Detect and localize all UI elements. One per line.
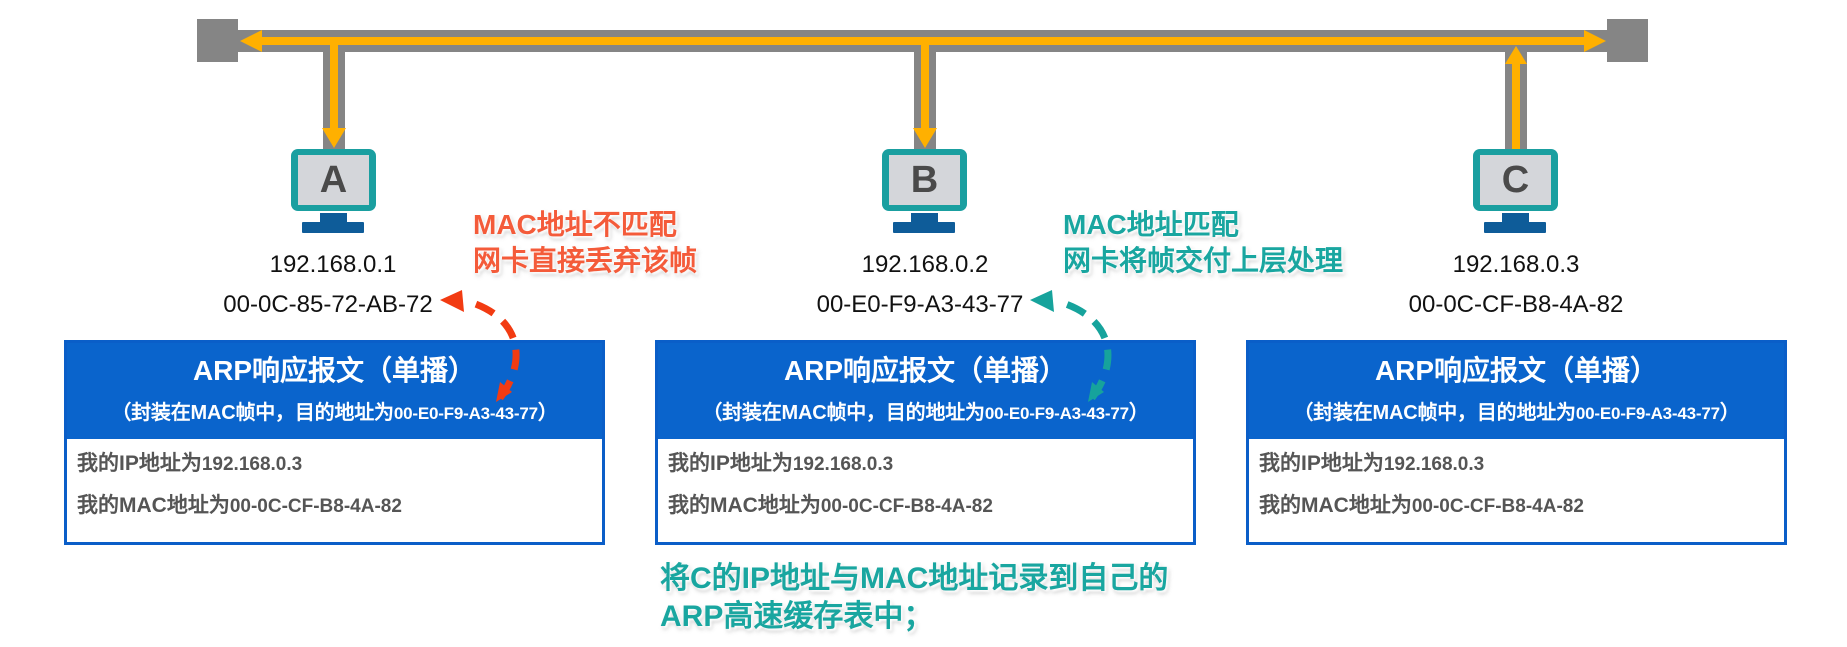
host-b-mac: 00-E0-F9-A3-43-77 — [816, 291, 1024, 318]
packet-mac-row: 我的MAC地址为00-0C-CF-B8-4A-82 — [1259, 494, 1584, 517]
cache-update-note: 将C的IP地址与MAC地址记录到自己的 ARP高速缓存表中； — [660, 560, 1168, 636]
mismatch-line2: 网卡直接丢弃该帧 — [473, 245, 698, 276]
match-line2: 网卡将帧交付上层处理 — [1063, 245, 1344, 276]
computer-b-letter: B — [910, 159, 939, 201]
packet-mac-row: 我的MAC地址为00-0C-CF-B8-4A-82 — [77, 494, 402, 517]
host-b-ip: 192.168.0.2 — [861, 251, 989, 278]
packet-subtitle: （封装在MAC帧中，目的地址为00-E0-F9-A3-43-77） — [702, 402, 1149, 424]
mismatch-line1: MAC地址不匹配 — [473, 209, 677, 240]
packet-header: ARP响应报文（单播） （封装在MAC帧中，目的地址为00-E0-F9-A3-4… — [67, 343, 602, 439]
packet-ip-row: 我的IP地址为192.168.0.3 — [1259, 452, 1485, 475]
arp-reply-packet-b: ARP响应报文（单播） （封装在MAC帧中，目的地址为00-E0-F9-A3-4… — [655, 340, 1196, 545]
computer-a-letter: A — [319, 159, 348, 201]
arrow-down-icon — [322, 128, 346, 148]
packet-header: ARP响应报文（单播） （封装在MAC帧中，目的地址为00-E0-F9-A3-4… — [1249, 343, 1784, 439]
arp-reply-packet-c: ARP响应报文（单播） （封装在MAC帧中，目的地址为00-E0-F9-A3-4… — [1246, 340, 1787, 545]
host-c-ip: 192.168.0.3 — [1452, 251, 1580, 278]
computer-b-icon — [882, 149, 967, 233]
signal-flow — [240, 30, 1606, 149]
packet-subtitle: （封装在MAC帧中，目的地址为00-E0-F9-A3-43-77） — [111, 402, 558, 424]
packet-title: ARP响应报文（单播） — [1374, 355, 1659, 386]
arrow-left-icon — [240, 30, 262, 52]
packet-ip-row: 我的IP地址为192.168.0.3 — [668, 452, 894, 475]
bus-terminator-right — [1607, 19, 1648, 62]
cache-note-line1: 将C的IP地址与MAC地址记录到自己的 — [660, 562, 1169, 595]
host-a-mac: 00-0C-85-72-AB-72 — [223, 291, 433, 318]
match-annotation: MAC地址匹配 网卡将帧交付上层处理 — [1063, 207, 1343, 279]
cache-note-line2: ARP高速缓存表中； — [660, 600, 934, 633]
bus-terminator-left — [197, 19, 238, 62]
arrow-right-icon — [1584, 30, 1606, 52]
packet-body: 我的IP地址为192.168.0.3 我的MAC地址为00-0C-CF-B8-4… — [1259, 447, 1774, 531]
computer-c-letter: C — [1501, 159, 1530, 201]
computer-a-icon — [291, 149, 376, 233]
packet-body: 我的IP地址为192.168.0.3 我的MAC地址为00-0C-CF-B8-4… — [77, 447, 592, 531]
packet-body: 我的IP地址为192.168.0.3 我的MAC地址为00-0C-CF-B8-4… — [668, 447, 1183, 531]
packet-header: ARP响应报文（单播） （封装在MAC帧中，目的地址为00-E0-F9-A3-4… — [658, 343, 1193, 439]
packet-subtitle: （封装在MAC帧中，目的地址为00-E0-F9-A3-43-77） — [1293, 402, 1740, 424]
packet-title: ARP响应报文（单播） — [783, 355, 1068, 386]
packet-title: ARP响应报文（单播） — [192, 355, 477, 386]
arrow-up-icon — [1505, 46, 1527, 64]
packet-mac-row: 我的MAC地址为00-0C-CF-B8-4A-82 — [668, 494, 993, 517]
match-line1: MAC地址匹配 — [1063, 209, 1239, 240]
host-a-ip: 192.168.0.1 — [269, 251, 397, 278]
mismatch-annotation: MAC地址不匹配 网卡直接丢弃该帧 — [473, 207, 697, 279]
arp-reply-packet-a: ARP响应报文（单播） （封装在MAC帧中，目的地址为00-E0-F9-A3-4… — [64, 340, 605, 545]
computer-c-icon — [1473, 149, 1558, 233]
packet-ip-row: 我的IP地址为192.168.0.3 — [77, 452, 303, 475]
host-c-mac: 00-0C-CF-B8-4A-82 — [1408, 291, 1624, 318]
arrow-down-icon — [913, 128, 937, 148]
